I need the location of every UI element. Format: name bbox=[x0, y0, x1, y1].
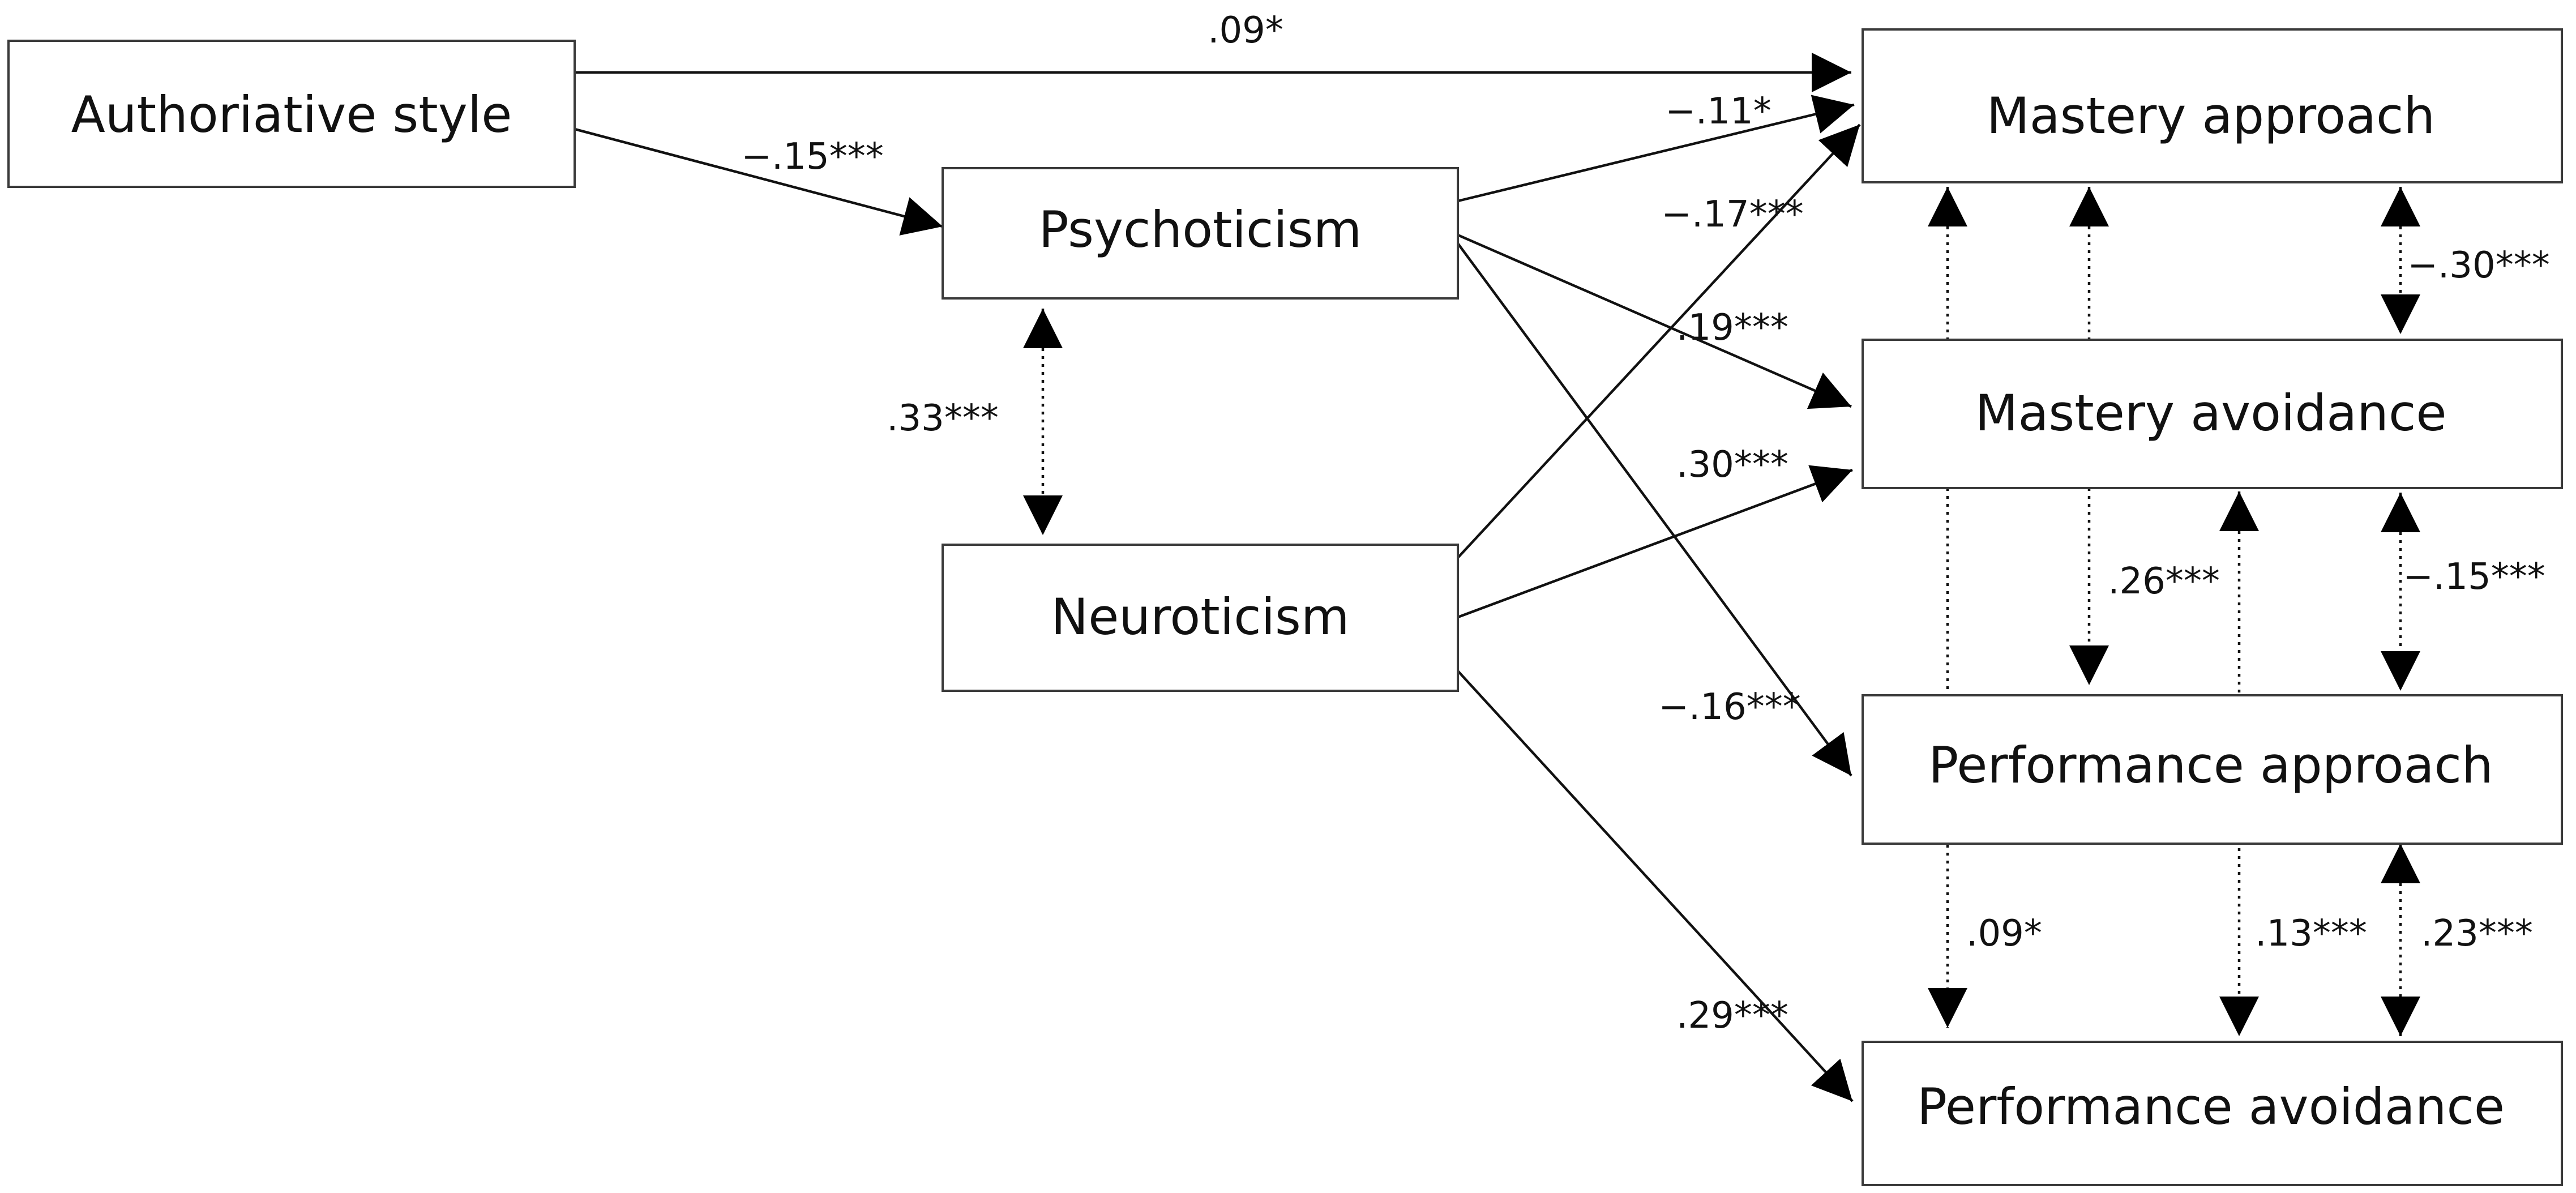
path-arrow-neuroticism-to-mastery-approach bbox=[1457, 123, 1861, 559]
coef-authoritative-to-psychoticism: −.15*** bbox=[741, 136, 883, 178]
node-performance-avoidance: Performance avoidance bbox=[1862, 1041, 2563, 1186]
node-psychoticism: Psychoticism bbox=[942, 167, 1459, 300]
node-label-authoritative-style: Authoriative style bbox=[71, 85, 512, 144]
node-label-performance-avoidance: Performance avoidance bbox=[1917, 1077, 2505, 1136]
coef-neuroticism-to-mastery-approach: −.17*** bbox=[1661, 194, 1803, 236]
coef-neuroticism-to-mastery-avoidance: .30*** bbox=[1676, 444, 1788, 486]
coef-neuroticism-to-performance-avoidance: .29*** bbox=[1676, 995, 1788, 1037]
node-label-mastery-approach: Mastery approach bbox=[1987, 87, 2435, 145]
coef-psychoticism-to-mastery-approach: −.11* bbox=[1665, 91, 1771, 132]
path-arrow-neuroticism-to-performance-avoidance bbox=[1457, 670, 1854, 1102]
path-arrow-neuroticism-to-mastery-avoidance bbox=[1457, 465, 1853, 619]
coef-psychoticism-to-performance-approach: −.16*** bbox=[1658, 686, 1800, 728]
path-arrow-authoritative-to-psychoticism bbox=[574, 127, 943, 236]
coef-authoritative-to-mastery-approach: .09* bbox=[1208, 10, 1283, 52]
coef-correlation-mastery-approach-mastery-avoidance: −.30*** bbox=[2407, 245, 2549, 287]
node-mastery-avoidance: Mastery avoidance bbox=[1862, 339, 2563, 489]
coef-correlation-performance-approach-performance-avoidance: .23*** bbox=[2421, 913, 2533, 955]
node-label-psychoticism: Psychoticism bbox=[1039, 200, 1362, 259]
path-arrow-psychoticism-to-mastery-avoidance bbox=[1457, 233, 1852, 409]
node-neuroticism: Neuroticism bbox=[942, 544, 1459, 692]
coef-correlation-mastery-approach-performance-avoidance: .09* bbox=[1966, 913, 2042, 955]
node-label-mastery-avoidance: Mastery avoidance bbox=[1975, 384, 2447, 442]
node-performance-approach: Performance approach bbox=[1862, 694, 2563, 845]
coef-correlation-mastery-avoidance-performance-approach: −.15*** bbox=[2403, 556, 2545, 598]
coef-correlation-psychoticism-neuroticism: .33*** bbox=[887, 397, 999, 439]
node-label-performance-approach: Performance approach bbox=[1928, 736, 2493, 794]
node-authoritative-style: Authoriative style bbox=[7, 40, 576, 188]
coef-psychoticism-to-mastery-avoidance: .19*** bbox=[1676, 307, 1788, 349]
path-arrow-psychoticism-to-mastery-approach bbox=[1457, 95, 1855, 203]
coef-correlation-mastery-avoidance-performance-avoidance: .13*** bbox=[2255, 913, 2367, 955]
coef-correlation-mastery-approach-performance-approach: .26*** bbox=[2108, 561, 2220, 602]
path-arrow-psychoticism-to-performance-approach bbox=[1457, 242, 1852, 777]
node-mastery-approach: Mastery approach bbox=[1862, 28, 2563, 183]
node-label-neuroticism: Neuroticism bbox=[1051, 588, 1349, 646]
